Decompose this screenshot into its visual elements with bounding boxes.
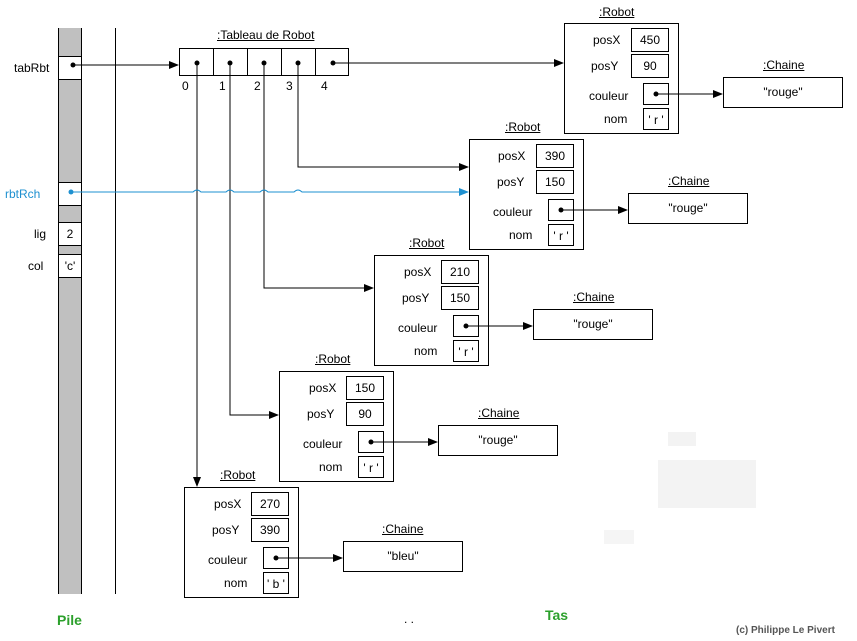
array-1-pointer-arrow [227,60,279,419]
posY-label: posY [591,59,619,73]
rbtRch-pointer-arrow [68,188,469,196]
array-divider [315,48,316,76]
couleur-pointer-arrow [273,554,343,562]
posY-label: posY [402,291,430,305]
couleur-label: couleur [303,437,343,451]
array-index: 1 [219,79,226,93]
posY-value: 90 [631,54,669,78]
array-2-pointer-arrow [261,60,374,292]
posY-value: 90 [346,402,384,426]
stack-label: Pile [57,612,82,628]
nom-value: ' r ' [453,340,479,362]
stack-column [58,28,82,594]
couleur-label: couleur [208,553,248,567]
couleur-label: couleur [589,89,629,103]
faint-background-rect [668,432,696,446]
posX-label: posX [214,497,242,511]
chain-box: "bleu" [343,541,463,572]
posX-value: 390 [536,144,574,168]
couleur-pointer-arrow [558,206,628,214]
posX-label: posX [404,265,432,279]
couleur-pointer-arrow [653,90,723,98]
nom-value: ' r ' [358,456,384,478]
chain-title: :Chaine [763,58,805,72]
heap-label: Tas [545,607,569,623]
chain-box: "rouge" [438,425,558,456]
var-label-lig: lig [34,227,47,241]
array-index: 2 [254,79,261,93]
posX-value: 450 [631,28,669,52]
col-value: 'c' [64,259,76,273]
stack-cell-col: 'c' [58,254,82,278]
chain-title: :Chaine [573,290,615,304]
array-3-pointer-arrow [295,60,469,171]
footer-dots: . . [404,612,415,626]
robot-title: :Robot [315,352,351,366]
faint-background-rect [658,460,756,508]
copyright: (c) Philippe Le Pivert [736,625,835,636]
nom-label: nom [414,344,438,358]
chain-title: :Chaine [668,174,710,188]
array-index: 0 [182,79,189,93]
posY-label: posY [212,523,240,537]
var-label-tabRbt: tabRbt [14,61,50,75]
posX-label: posX [309,381,337,395]
array-divider [213,48,214,76]
chain-box: "rouge" [723,77,843,108]
couleur-label: couleur [493,205,533,219]
robot-title: :Robot [599,5,635,19]
chain-box: "rouge" [628,193,748,224]
posY-value: 150 [441,286,479,310]
array-divider [281,48,282,76]
nom-label: nom [224,576,248,590]
chain-title: :Chaine [382,522,424,536]
array-0-pointer-arrow [193,60,201,487]
nom-value: ' r ' [643,108,669,130]
nom-label: nom [604,112,628,126]
stack-cell-lig: 2 [58,222,82,246]
robot-title: :Robot [220,468,256,482]
posY-label: posY [307,407,335,421]
var-label-col: col [28,259,44,273]
array-title: :Tableau de Robot [217,28,315,42]
posX-label: posX [593,33,621,47]
stack-separator-line [115,28,116,594]
posX-value: 210 [441,260,479,284]
couleur-pointer-arrow [368,438,438,446]
tabRbt-pointer-arrow [70,61,179,69]
array-index: 3 [286,79,293,93]
nom-label: nom [509,228,533,242]
chain-box: "rouge" [533,309,653,340]
array-divider [247,48,248,76]
posY-label: posY [497,175,525,189]
var-label-rbtRch: rbtRch [5,187,41,201]
couleur-label: couleur [398,321,438,335]
posX-value: 150 [346,376,384,400]
nom-label: nom [319,460,343,474]
lig-value: 2 [66,227,74,241]
array-4-pointer-arrow [330,59,564,67]
posY-value: 150 [536,170,574,194]
posX-value: 270 [251,492,289,516]
posY-value: 390 [251,518,289,542]
robot-title: :Robot [505,120,541,134]
nom-value: ' r ' [548,224,574,246]
stack-cell-tabRbt [58,56,82,80]
couleur-pointer-arrow [463,322,533,330]
chain-title: :Chaine [478,406,520,420]
array-index: 4 [321,79,328,93]
robot-title: :Robot [409,236,445,250]
posX-label: posX [498,149,526,163]
faint-background-rect [604,530,634,544]
nom-value: ' b ' [263,572,289,594]
